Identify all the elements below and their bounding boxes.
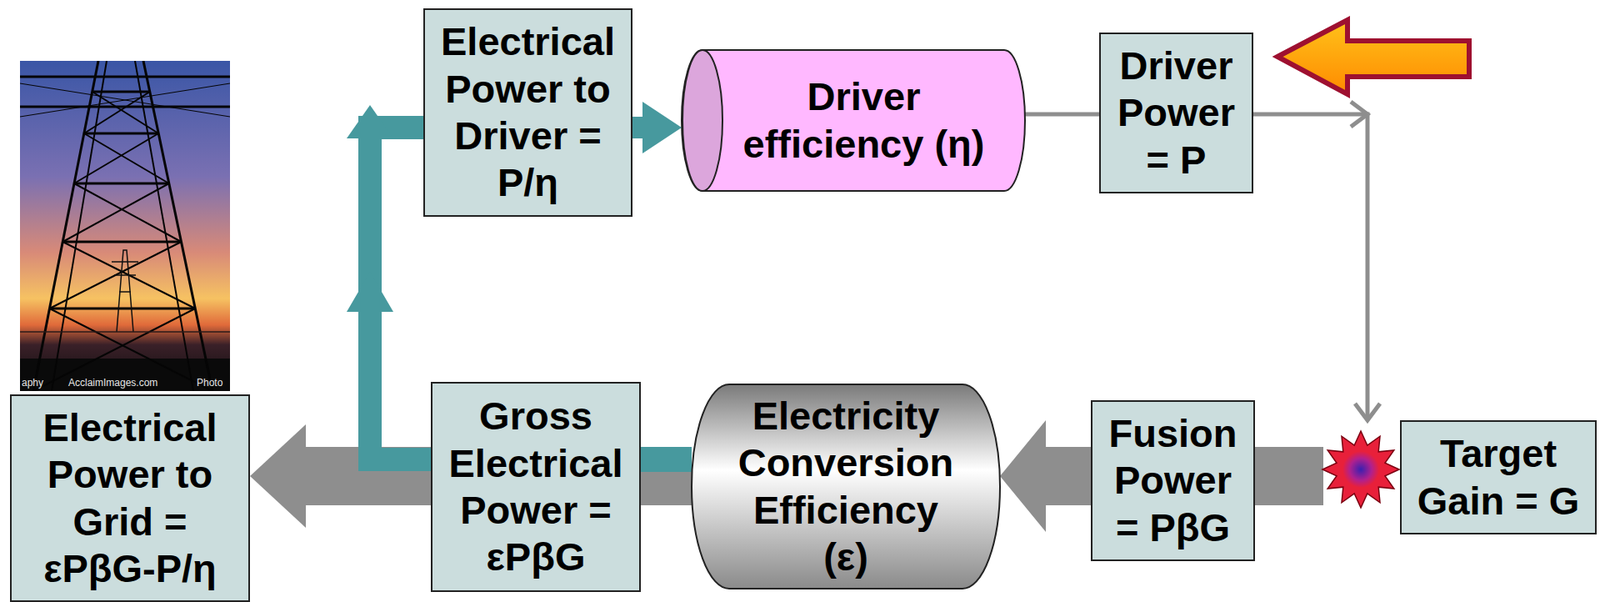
cylinder-outline (681, 49, 1025, 192)
target-node: Target Gain = G (1323, 420, 1597, 535)
orange-arrow (1277, 20, 1470, 95)
node-label: Driver Power = P (1107, 42, 1245, 184)
recirculation-loop (346, 105, 431, 460)
conversion-cylinder: Electricity Conversion Efficiency (ε) (691, 383, 1000, 590)
node-label: Target Gain = G (1408, 430, 1589, 525)
node-label: Electrical Power to Driver = P/η (431, 18, 625, 207)
fusion-band (1255, 446, 1324, 505)
power-box: Gross Electrical Power = εPβG (430, 381, 641, 592)
node-label: Electricity Conversion Efficiency (ε) (730, 392, 962, 581)
gross-band (640, 446, 692, 505)
power-box: Electrical Power to Driver = P/η (423, 8, 633, 217)
feed-line (1253, 101, 1380, 420)
watermark-text: Photo (196, 376, 223, 389)
grid-arrow (250, 424, 431, 528)
power-box: Fusion Power = PβG (1090, 400, 1255, 561)
fusion-arrow (1000, 420, 1091, 532)
watermark-text: aphy (21, 376, 44, 389)
node-label: Electrical Power to Grid = εPβG-P/η (18, 404, 242, 593)
target-starburst (1322, 430, 1400, 508)
power-box: Driver Power = P (1099, 32, 1254, 194)
driver-arrow (632, 101, 682, 154)
efficiency-cylinder: Driver efficiency (η) (681, 49, 1025, 192)
watermark-text: AcclaimImages.com (68, 376, 158, 389)
node-label: Driver efficiency (η) (723, 73, 1005, 168)
pylon-photo (20, 60, 230, 391)
node-label: Gross Electrical Power = εPβG (439, 392, 633, 581)
target-box: Target Gain = G (1400, 420, 1597, 535)
power-line (1025, 114, 1100, 115)
grid-box: Electrical Power to Grid = εPβG-P/η (10, 394, 250, 602)
node-label: Fusion Power = PβG (1099, 410, 1247, 551)
